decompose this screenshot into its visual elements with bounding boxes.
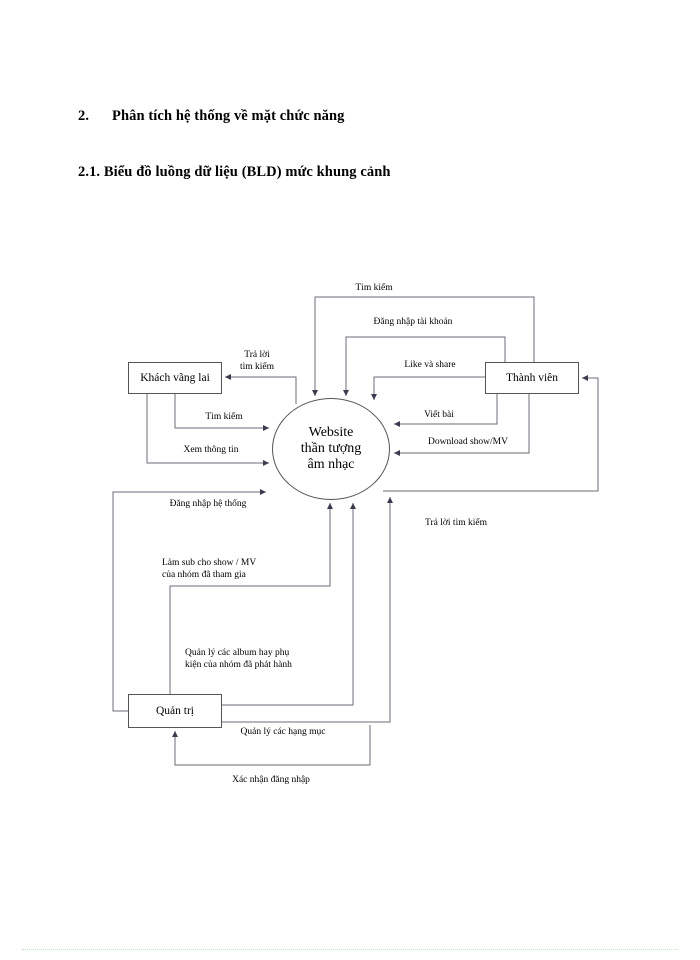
section-number: 2. (78, 108, 90, 124)
flow-label-dang-nhap-tai-khoan: Đăng nhập tài khoản (373, 317, 453, 327)
flow-line-tra-loi-tim-kiem-guest (225, 374, 297, 404)
flow-label-viet-bai: Viết bài (424, 410, 454, 420)
flow-line-download-show-mv (394, 394, 530, 456)
flow-label-quan-ly-album: Quản lý các album hay phụ kiện của nhóm … (185, 648, 335, 672)
entity-label-admin: Quản trị (155, 705, 194, 717)
flow-label-tra-loi-tim-kiem-member: Trả lời tìm kiếm (425, 518, 487, 528)
flow-label-line-1: Quản lý các album hay phụ (185, 648, 290, 658)
flow-label-line-1: Làm sub cho show / MV (162, 558, 257, 568)
external-entity-khach-vang-lai[interactable]: Khách vãng lai (128, 362, 222, 394)
process-label-line-2: thần tượng (300, 440, 362, 456)
flow-line-tra-loi-tim-kiem-member (383, 375, 599, 492)
flow-line-viet-bai (394, 394, 498, 427)
flow-label-tra-loi-tim-kiem-guest: Trả lời tìm kiếm (222, 350, 292, 374)
external-entity-thanh-vien[interactable]: Thành viên (485, 362, 579, 394)
process-label-line-3: âm nhạc (307, 457, 355, 473)
flow-line-lam-sub-show-mv (169, 503, 333, 694)
process-label-line-1: Website (308, 424, 354, 440)
flow-line-like-va-share (371, 376, 485, 400)
subsection-heading-2-1: 2.1. Biểu đồ luồng dữ liệu (BLD) mức khu… (78, 164, 391, 180)
flow-label-tim-kiem-member: Tìm kiếm (355, 283, 393, 293)
flow-label-xem-thong-tin: Xem thông tin (183, 445, 239, 455)
flow-label-lam-sub-show-mv: Làm sub cho show / MV của nhóm đã tham g… (162, 558, 292, 582)
flow-label-download-show-mv: Download show/MV (428, 437, 508, 447)
flow-label-line-2: tìm kiếm (239, 361, 275, 372)
external-entity-quan-tri[interactable]: Quản trị (128, 694, 222, 728)
flow-line-dang-nhap-tai-khoan (343, 336, 506, 396)
flow-label-line-1: Trả lời (244, 350, 270, 360)
flow-line-tim-kiem-member (312, 296, 535, 396)
flow-line-tim-kiem-guest (174, 394, 269, 431)
entity-label-guest: Khách vãng lai (140, 372, 210, 384)
process-website-than-tuong-am-nhac[interactable]: Website thần tượng âm nhạc (272, 398, 390, 500)
flow-label-tim-kiem-guest: Tìm kiếm (205, 412, 243, 422)
flow-label-like-va-share: Like và share (404, 360, 456, 370)
flow-line-quan-ly-hang-muc (222, 497, 393, 723)
flow-label-line-2: của nhóm đã tham gia (162, 569, 246, 580)
section-heading-2: 2. Phân tích hệ thống về mặt chức năng (78, 108, 345, 125)
flow-line-xem-thong-tin (146, 394, 269, 466)
section-heading-text: Phân tích hệ thống về mặt chức năng (112, 108, 345, 124)
flow-label-quan-ly-hang-muc: Quản lý các hạng mục (240, 727, 326, 737)
flow-line-quan-ly-album (222, 503, 356, 706)
flow-line-dang-nhap-he-thong (112, 489, 266, 712)
flow-label-xac-nhan-dang-nhap: Xác nhận đăng nhập (232, 775, 310, 785)
flow-label-line-2: kiện của nhóm đã phát hành (185, 659, 292, 670)
flow-line-xac-nhan-dang-nhap (172, 725, 371, 766)
footer-divider (22, 949, 678, 951)
flow-label-dang-nhap-he-thong: Đăng nhập hệ thống (169, 499, 247, 509)
entity-label-member: Thành viên (505, 372, 559, 384)
